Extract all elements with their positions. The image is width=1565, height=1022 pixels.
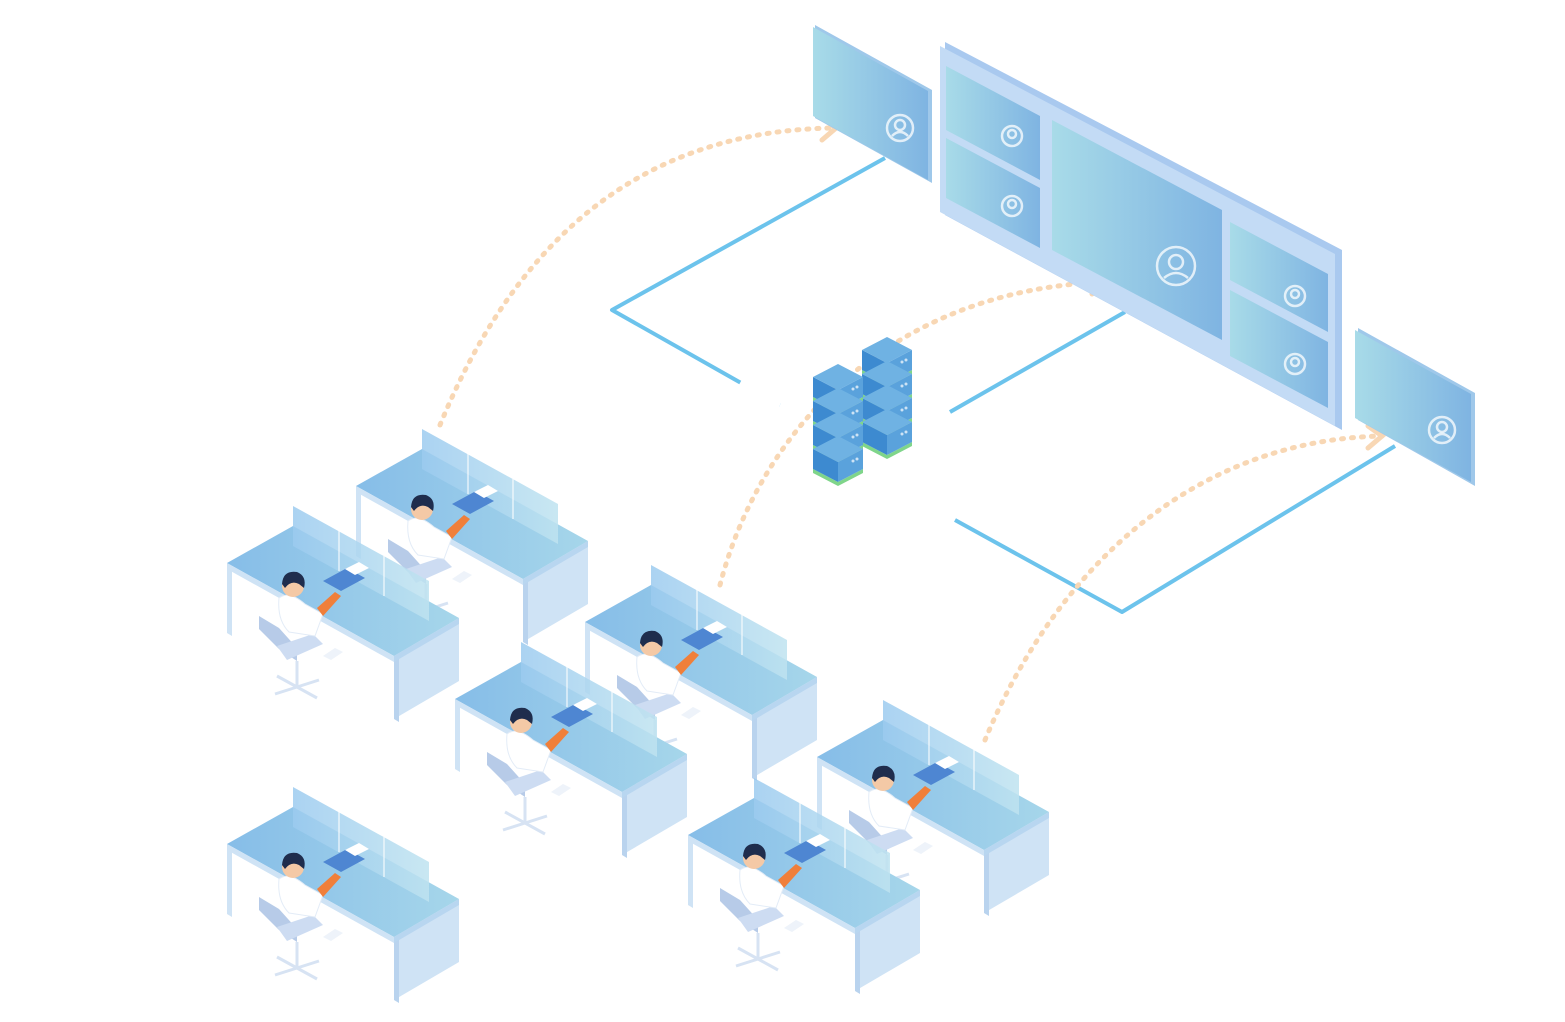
user-target-icon: [1283, 284, 1307, 308]
workstation: [817, 700, 1049, 916]
user-target-icon: [1000, 194, 1024, 218]
user-target-icon: [885, 113, 915, 143]
flow-arc-center-wall: [717, 279, 1108, 588]
mouse-pad: [345, 562, 369, 575]
workstation: [455, 642, 687, 858]
operator: [636, 630, 701, 719]
user-target-icon: [1283, 352, 1307, 376]
mouse-pad: [573, 698, 597, 711]
operator: [739, 843, 804, 932]
mouse-pad: [806, 834, 830, 847]
mouse-pad: [345, 843, 369, 856]
server-unit: [813, 436, 863, 486]
server-stack-icon: [813, 337, 912, 486]
mouse-pad: [474, 485, 498, 498]
operator: [278, 571, 343, 660]
operator: [407, 494, 472, 583]
data-flow-arcs: [437, 125, 1385, 743]
left-display-panel: [813, 25, 932, 183]
flow-arc-left-monitor: [437, 125, 838, 428]
workstation: [227, 787, 459, 1003]
right-display-panel: [1355, 328, 1475, 486]
video-wall: [940, 42, 1342, 430]
user-target-icon: [1000, 124, 1024, 148]
user-target-icon: [1427, 415, 1457, 445]
chair: [720, 888, 784, 972]
operator: [868, 765, 933, 854]
server-unit: [862, 409, 912, 459]
workstation-group: [227, 429, 1049, 1003]
user-target-icon: [1155, 245, 1197, 287]
chair: [259, 616, 323, 700]
floor-outline: [610, 156, 1397, 614]
mouse-pad: [703, 621, 727, 634]
chair: [487, 752, 551, 836]
mouse-pad: [935, 756, 959, 769]
workstation: [688, 778, 920, 994]
chair: [259, 897, 323, 981]
operator: [278, 852, 343, 941]
workstation: [227, 506, 459, 722]
flow-arc-right-monitor: [982, 433, 1385, 743]
workstation: [585, 565, 817, 781]
operator: [506, 707, 571, 796]
